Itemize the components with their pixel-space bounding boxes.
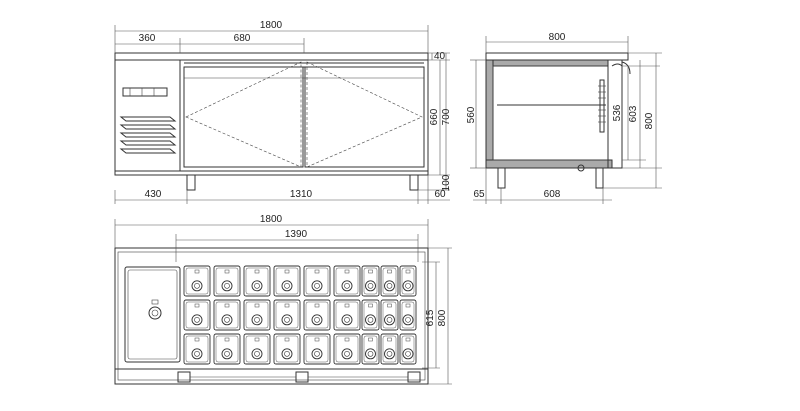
- gastronorm-pan: [380, 265, 399, 297]
- dim-top-pan-depth: 615: [425, 309, 436, 326]
- control-display: [122, 87, 168, 97]
- sink-bowl: [124, 266, 181, 363]
- gastronorm-pan: [183, 299, 211, 331]
- dim-front-height: 700: [441, 108, 452, 125]
- top-view: 1800 1390 615 800: [114, 214, 452, 385]
- dim-front-worktop-thickness: 40: [434, 51, 446, 62]
- side-foot-back: [497, 167, 506, 189]
- dim-top-pan-area-width: 1390: [285, 229, 308, 240]
- side-insulation-top: [485, 59, 609, 67]
- gastronorm-pan: [333, 299, 361, 331]
- gastronorm-pan: [243, 265, 271, 297]
- dim-front-leg-offset: 430: [145, 189, 162, 200]
- gastronorm-pan: [213, 265, 241, 297]
- gastronorm-pan: [303, 265, 331, 297]
- gastronorm-pan: [243, 333, 271, 365]
- hinge-center: [295, 371, 309, 383]
- side-door: [607, 59, 623, 169]
- dim-front-panel-width: 360: [139, 33, 156, 44]
- dim-side-interior-height: 560: [466, 106, 477, 123]
- ventilation-louvres: [119, 116, 177, 154]
- gastronorm-pan: [399, 299, 417, 331]
- gastronorm-pan: [380, 299, 399, 331]
- door-handle: [621, 61, 631, 75]
- front-foot-right: [409, 174, 419, 191]
- front-cabinet-body: [114, 59, 429, 176]
- gastronorm-pan: [273, 299, 301, 331]
- dim-front-body-height: 660: [429, 108, 440, 125]
- dim-top-depth: 800: [437, 309, 448, 326]
- hinge-right: [407, 371, 421, 383]
- gastronorm-pan: [303, 299, 331, 331]
- dim-front-leg-setback: 60: [434, 189, 446, 200]
- side-view: 800 560 536 603 800 65 608: [466, 32, 662, 204]
- side-foot-front: [595, 167, 604, 189]
- hinge-left: [177, 371, 191, 383]
- side-worktop: [485, 52, 629, 61]
- door-left: [183, 66, 304, 168]
- gastronorm-pan: [213, 299, 241, 331]
- gastronorm-pan: [273, 333, 301, 365]
- gastronorm-pan: [361, 299, 380, 331]
- gastronorm-pan: [333, 333, 361, 365]
- gastronorm-pan: [361, 265, 380, 297]
- dim-side-foot-offset: 65: [473, 189, 485, 200]
- side-shelf-rack: [599, 79, 605, 133]
- dim-side-door-height: 603: [628, 105, 639, 122]
- dim-side-depth: 800: [549, 32, 566, 43]
- door-right: [304, 66, 425, 168]
- dim-side-total-height: 800: [644, 112, 655, 129]
- side-insulation-back: [485, 59, 494, 169]
- sink-drain: [148, 306, 162, 320]
- gastronorm-pans: [183, 265, 417, 365]
- gastronorm-pan: [273, 265, 301, 297]
- gastronorm-pan: [183, 333, 211, 365]
- dim-front-total-width: 1800: [260, 20, 283, 31]
- gastronorm-pan: [333, 265, 361, 297]
- front-worktop: [114, 52, 429, 61]
- dim-front-door-width: 680: [234, 33, 251, 44]
- front-view: 1800 360 680 40 660 700 100 430 1310 60: [114, 20, 452, 204]
- gastronorm-pan: [243, 299, 271, 331]
- gastronorm-pan: [399, 265, 417, 297]
- gastronorm-pan: [399, 333, 417, 365]
- front-foot-left: [186, 174, 196, 191]
- dim-front-leg-spacing: 1310: [290, 189, 313, 200]
- dim-front-leg-height: 100: [441, 174, 452, 191]
- side-insulation-bottom: [485, 159, 613, 169]
- dim-side-shelf-height: 536: [612, 104, 623, 121]
- gastronorm-pan: [303, 333, 331, 365]
- gastronorm-pan: [380, 333, 399, 365]
- dim-top-total-width: 1800: [260, 214, 283, 225]
- gastronorm-pan: [183, 265, 211, 297]
- gastronorm-pan: [213, 333, 241, 365]
- dim-side-foot-spacing: 608: [544, 189, 561, 200]
- gastronorm-pan: [361, 333, 380, 365]
- top-outline: [114, 247, 429, 385]
